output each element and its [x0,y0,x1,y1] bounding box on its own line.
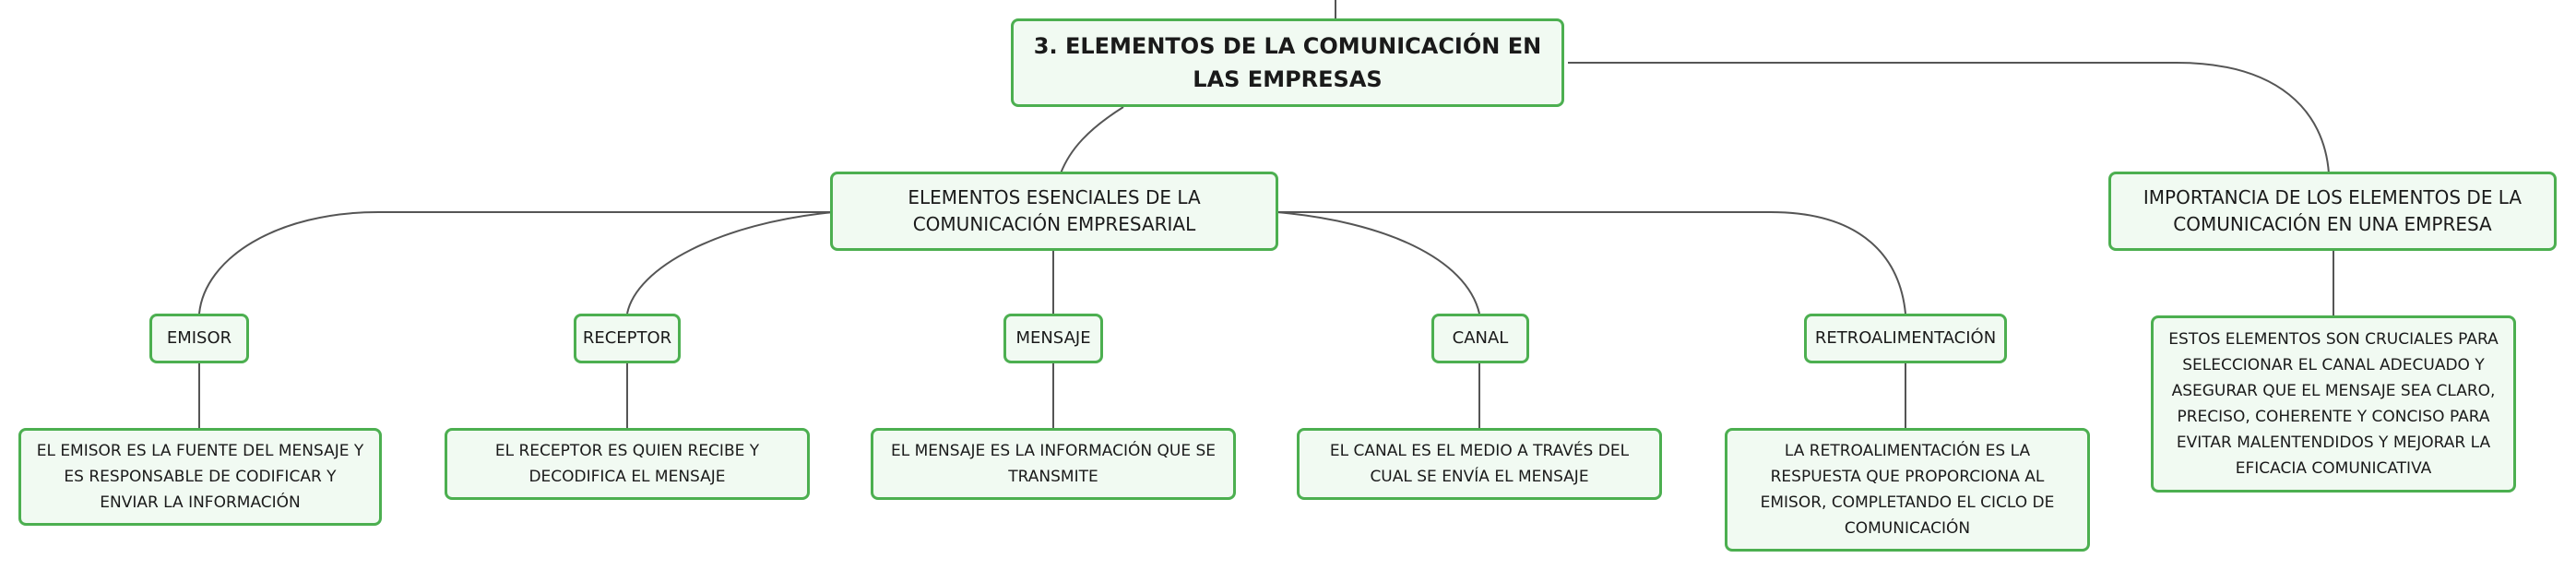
leaf-canal-label: CANAL [1452,328,1509,348]
connector-to-retro [1276,211,1906,315]
leaf-emisor-label: EMISOR [166,328,232,348]
leaf-receptor-label: RECEPTOR [582,328,672,348]
detail-importance[interactable]: ESTOS ELEMENTOS SON CRUCIALES PARA SELEC… [2151,315,2516,493]
leaf-mensaje-label: MENSAJE [1015,328,1091,348]
leaf-canal[interactable]: CANAL [1431,314,1529,363]
branch-importance-label: IMPORTANCIA DE LOS ELEMENTOS DE LA COMUN… [2143,186,2523,235]
detail-canal[interactable]: EL CANAL ES EL MEDIO A TRAVÉS DEL CUAL S… [1297,428,1662,500]
root-node[interactable]: 3. ELEMENTOS DE LA COMUNICACIÓN EN LAS E… [1011,18,1564,107]
branch-essentials-node[interactable]: ELEMENTOS ESENCIALES DE LA COMUNICACIÓN … [830,172,1278,251]
detail-mensaje-text: EL MENSAJE ES LA INFORMACIÓN QUE SE TRAN… [890,442,1217,486]
branch-importance-node[interactable]: IMPORTANCIA DE LOS ELEMENTOS DE LA COMUN… [2108,172,2557,251]
connector-to-canal [1276,211,1480,315]
detail-emisor-text: EL EMISOR ES LA FUENTE DEL MENSAJE Y ES … [36,442,364,512]
stub-emisor [198,363,200,428]
detail-retro-text: LA RETROALIMENTACIÓN ES LA RESPUESTA QUE… [1760,442,2055,538]
detail-emisor[interactable]: EL EMISOR ES LA FUENTE DEL MENSAJE Y ES … [18,428,382,526]
detail-receptor-text: EL RECEPTOR ES QUIEN RECIBE Y DECODIFICA… [494,442,760,486]
connector-root-to-importance [1568,62,2330,174]
detail-importance-text: ESTOS ELEMENTOS SON CRUCIALES PARA SELEC… [2168,330,2499,478]
detail-retroalimentacion[interactable]: LA RETROALIMENTACIÓN ES LA RESPUESTA QUE… [1725,428,2090,552]
detail-canal-text: EL CANAL ES EL MEDIO A TRAVÉS DEL CUAL S… [1329,442,1630,486]
stub-retro [1905,363,1906,428]
detail-mensaje[interactable]: EL MENSAJE ES LA INFORMACIÓN QUE SE TRAN… [871,428,1236,500]
leaf-receptor[interactable]: RECEPTOR [574,314,681,363]
connector-root-to-essentials [1060,106,1124,174]
leaf-mensaje[interactable]: MENSAJE [1003,314,1103,363]
stub-importance [2333,251,2334,315]
connector-to-emisor [198,211,834,315]
leaf-emisor[interactable]: EMISOR [149,314,249,363]
root-label: 3. ELEMENTOS DE LA COMUNICACIÓN EN LAS E… [1033,33,1542,92]
stub-canal [1478,363,1480,428]
connector-to-receptor [626,211,835,315]
detail-receptor[interactable]: EL RECEPTOR ES QUIEN RECIBE Y DECODIFICA… [445,428,810,500]
leaf-retro-label: RETROALIMENTACIÓN [1814,328,1997,348]
stub-receptor [626,363,628,428]
leaf-retroalimentacion[interactable]: RETROALIMENTACIÓN [1804,314,2007,363]
branch-essentials-label: ELEMENTOS ESENCIALES DE LA COMUNICACIÓN … [908,186,1201,235]
stub-mensaje [1052,363,1054,428]
